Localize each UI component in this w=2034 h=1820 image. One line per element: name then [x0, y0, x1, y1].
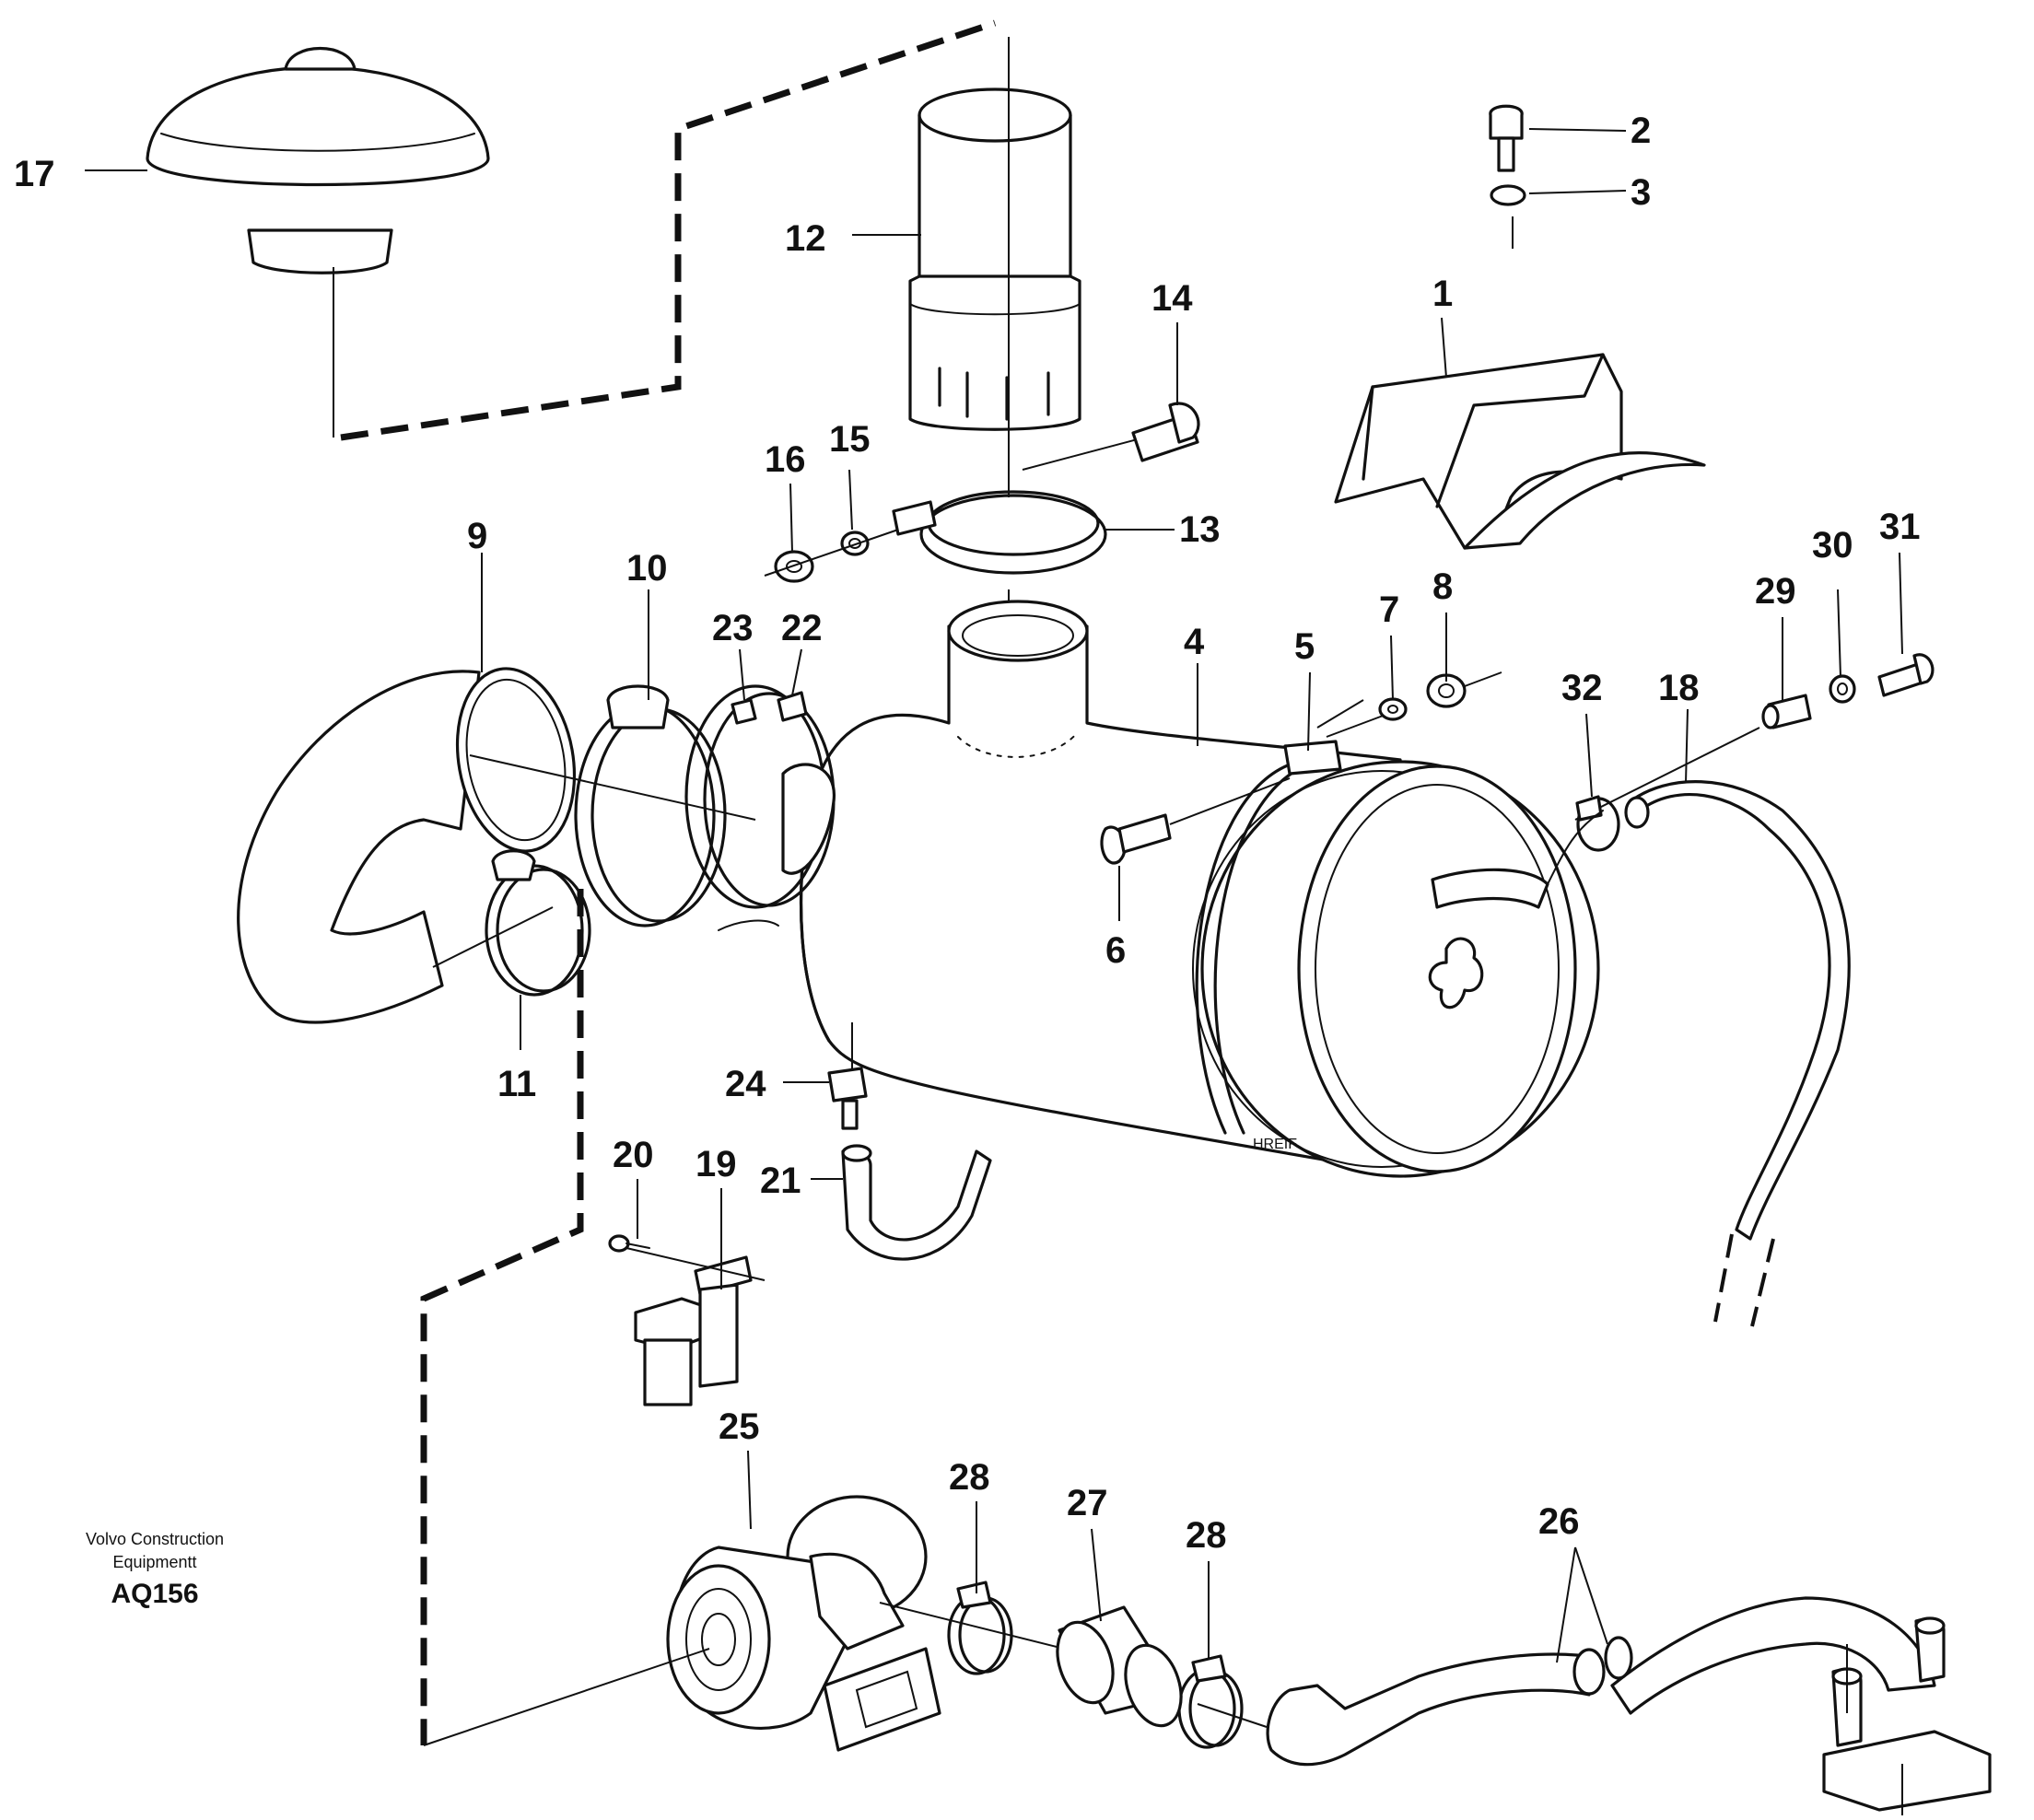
signature: HREIF [1253, 1137, 1297, 1152]
part-8-nut [1426, 671, 1502, 708]
part-27-connector-hose [1056, 1605, 1183, 1728]
part-29-spacer [1761, 694, 1812, 729]
label-24: 24 [725, 1064, 766, 1104]
part-26-intake-pipe [1266, 1596, 1992, 1815]
label-28-right: 28 [1186, 1515, 1227, 1556]
part-15-washer [840, 531, 870, 556]
part-24-drain-valve [827, 1022, 868, 1130]
part-4-filter-housing: HREIF [799, 600, 1600, 1178]
part-32-hose-clamp [1547, 795, 1620, 885]
caption-line-1: Volvo Construction [86, 1530, 224, 1548]
part-11-hose-clamp [432, 849, 591, 997]
label-2: 2 [1631, 111, 1651, 151]
label-7: 7 [1379, 589, 1399, 630]
label-3: 3 [1631, 172, 1651, 213]
part-19-pressure-switch [625, 1247, 766, 1406]
label-14: 14 [1151, 278, 1193, 319]
callout-labels: 17 12 14 15 16 13 1 2 3 9 10 23 22 4 5 7… [14, 111, 1921, 1556]
part-16-nut [764, 529, 899, 583]
label-13: 13 [1179, 509, 1221, 550]
part-1-bracket [1334, 353, 1706, 550]
part-28-hose-clamp-b [1177, 1654, 1268, 1749]
label-32: 32 [1561, 668, 1603, 708]
label-20: 20 [613, 1135, 654, 1175]
part-7-washer [1378, 697, 1408, 721]
part-9-elbow-hose [237, 667, 756, 1024]
label-23: 23 [712, 608, 754, 648]
part-17-rain-cap [146, 46, 490, 438]
part-22-23-clamp-assembly [684, 684, 836, 931]
part-20-screw [608, 1234, 650, 1253]
label-18: 18 [1658, 668, 1700, 708]
label-5: 5 [1294, 626, 1315, 667]
part-12-intake-pipe [908, 37, 1081, 497]
dashed-connector-top [340, 19, 997, 441]
label-15: 15 [829, 419, 871, 460]
leader-lines [85, 169, 1903, 1663]
caption-code: AQ156 [111, 1579, 198, 1609]
caption-line-2: Equipmentt [112, 1553, 196, 1571]
label-31: 31 [1879, 507, 1921, 547]
label-19: 19 [696, 1144, 737, 1184]
figure-caption: Volvo Construction Equipmentt AQ156 [86, 1530, 224, 1609]
label-4: 4 [1184, 622, 1205, 662]
label-17: 17 [14, 154, 55, 194]
dashed-connector-left [420, 889, 584, 1745]
label-9: 9 [467, 516, 487, 556]
part-6-bolt [1100, 777, 1291, 865]
label-12: 12 [785, 218, 826, 259]
label-16: 16 [765, 439, 806, 480]
part-3-washer [1490, 184, 1627, 249]
label-11: 11 [497, 1064, 536, 1104]
label-27: 27 [1067, 1483, 1108, 1523]
part-31-screw [1877, 653, 1935, 697]
part-18-hose [1574, 727, 1851, 1241]
part-21-drain-hose [841, 1144, 992, 1261]
part-30-washer [1829, 674, 1856, 704]
label-26: 26 [1538, 1501, 1580, 1542]
part-2-bolt [1489, 104, 1627, 172]
label-21: 21 [760, 1161, 801, 1201]
part-14-bolt [1131, 402, 1200, 462]
part-25-turbocharger [423, 1495, 1065, 1752]
label-6: 6 [1105, 930, 1126, 971]
part-10-hose-clamp [574, 684, 727, 928]
dashed-hose-tail [1713, 1233, 1775, 1327]
label-30: 30 [1812, 525, 1853, 566]
label-25: 25 [719, 1406, 760, 1447]
label-29: 29 [1755, 571, 1796, 612]
label-22: 22 [781, 608, 823, 648]
part-13-clamp-ring [892, 427, 1180, 659]
label-8: 8 [1432, 566, 1453, 607]
label-1: 1 [1432, 274, 1453, 314]
label-28-left: 28 [949, 1457, 990, 1498]
label-10: 10 [626, 548, 668, 589]
